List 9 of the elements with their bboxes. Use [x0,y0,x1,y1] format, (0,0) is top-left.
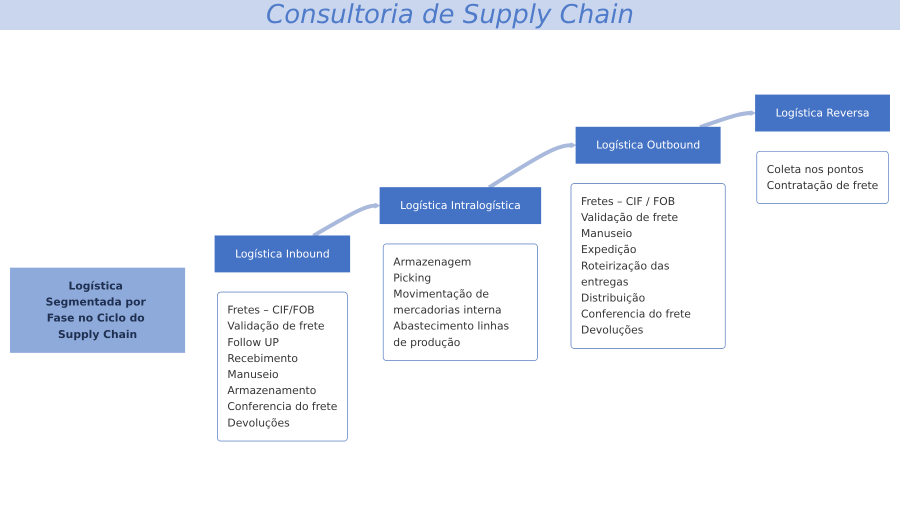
node-box: Logística Inbound [214,235,350,272]
node-box: Logística Reversa [755,94,890,132]
title-banner: Consultoria de Supply Chain [0,0,900,30]
arrow [312,202,380,238]
node-box: Logística Segmentada por Fase no Ciclo do Supply Chain [10,268,186,353]
node-box: Logística Intralogística [380,187,542,224]
arrow [699,110,756,130]
arrow [488,142,576,190]
node-box: Logística Outbound [576,126,721,164]
